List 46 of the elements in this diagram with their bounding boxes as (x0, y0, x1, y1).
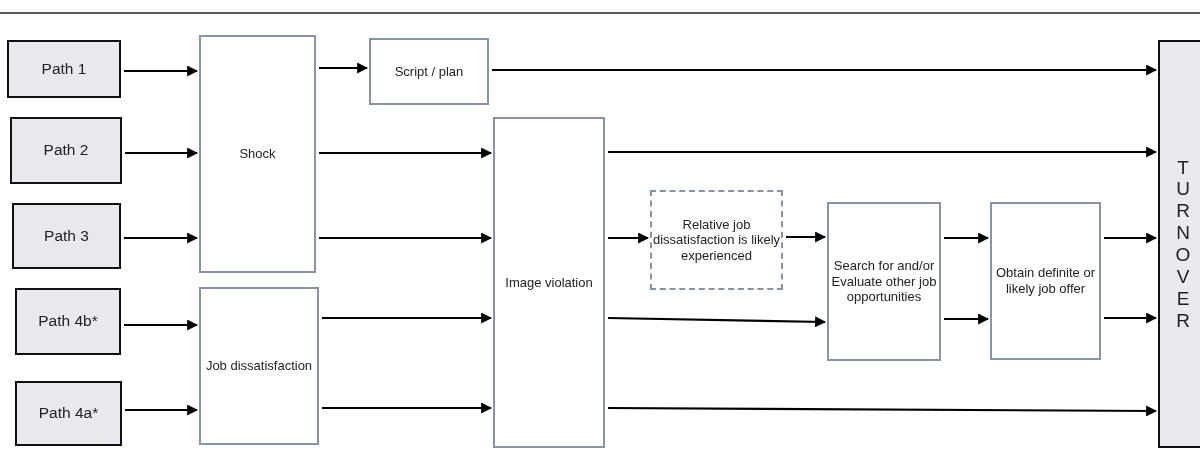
path-box (10, 117, 122, 184)
node-label: Path 4b* (38, 311, 98, 332)
process-box (827, 202, 941, 361)
arrow (608, 405, 1158, 417)
arrow (319, 147, 493, 159)
node-label: Obtain definite or likely job offer (995, 265, 1096, 297)
arrow (319, 232, 493, 244)
arrow (1104, 312, 1158, 324)
node-label: Script / plan (394, 63, 464, 80)
arrow (492, 64, 1158, 76)
process-box (493, 117, 605, 448)
node-label: Path 4a* (38, 403, 99, 424)
node-label: TURNOVER (1174, 156, 1192, 332)
process-box (199, 287, 319, 445)
path-box (12, 203, 121, 269)
arrow (124, 232, 199, 244)
outcome-box (1158, 40, 1200, 448)
arrow (319, 62, 369, 74)
node-label: Relative job dissatisfaction is likely experienced (652, 216, 781, 264)
arrow (124, 65, 199, 77)
arrow (944, 232, 990, 244)
process-box (369, 38, 489, 105)
arrow (125, 147, 199, 159)
arrow (944, 313, 990, 325)
node-label: Path 3 (44, 225, 89, 246)
arrow (608, 316, 827, 328)
node-label: Job dissatisfaction (205, 358, 313, 374)
process-box (199, 35, 316, 273)
path-box (15, 288, 121, 355)
node-label: Shock (239, 146, 276, 162)
node-label: Path 1 (41, 58, 87, 79)
arrow (322, 312, 493, 324)
node-label: Search for and/or Evaluate other job opportunities (830, 258, 938, 305)
arrow (125, 404, 199, 416)
node-label: Image violation (505, 274, 593, 291)
arrow (608, 146, 1158, 158)
path-box (15, 381, 122, 446)
process-box (990, 202, 1101, 360)
node-label: Path 2 (43, 140, 89, 161)
path-box (7, 40, 121, 98)
arrow (1104, 232, 1158, 244)
arrow (124, 319, 199, 331)
dashed-process-box (650, 190, 783, 290)
arrow (608, 232, 650, 244)
arrow (786, 231, 827, 243)
arrow (322, 402, 493, 414)
